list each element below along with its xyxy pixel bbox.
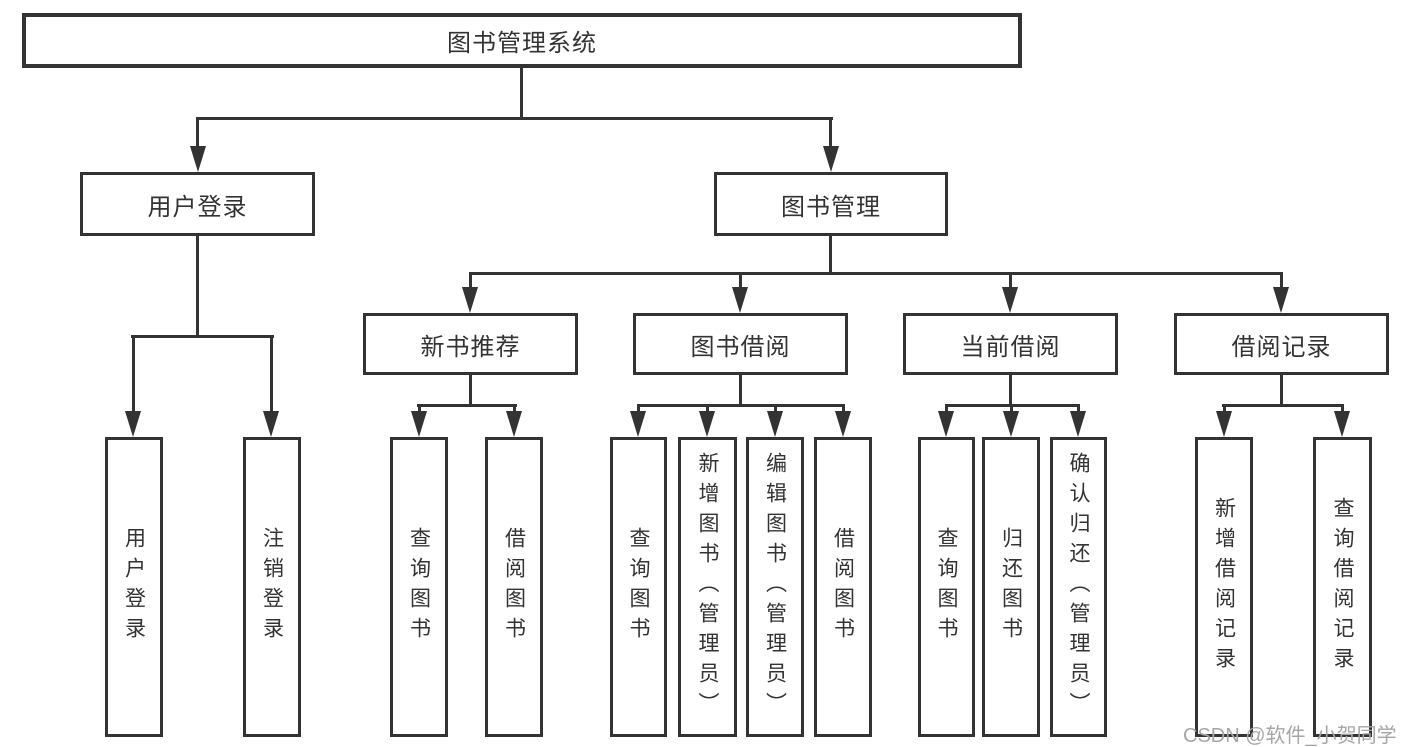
leaf-query-books-current: 查询图书 [918,437,975,737]
node-label: 确认归还（管理员） [1067,452,1090,722]
node-label: 借阅记录 [1231,333,1332,361]
connector-line [1341,404,1344,416]
arrow-down-icon [732,287,748,313]
watermark: CSDN @软件_小贺同学 [1183,725,1397,747]
leaf-borrow-books: 借阅图书 [814,437,872,737]
node-borrowing-records: 借阅记录 [1174,313,1389,375]
leaf-logout: 注销登录 [243,437,301,737]
node-label: 图书管理系统 [447,30,597,57]
connector-line [706,404,709,416]
connector-line [513,404,516,416]
node-label: 图书借阅 [690,333,791,361]
node-label: 查询图书 [935,527,958,647]
node-label: 图书管理 [781,193,881,221]
connector-line [842,404,845,416]
arrow-down-icon [125,411,141,437]
connector-line [270,335,273,415]
node-label: 查询图书 [407,527,431,647]
node-label: 用户登录 [147,193,248,221]
leaf-query-books-recommend: 查询图书 [390,437,448,737]
node-book-borrowing: 图书借阅 [633,313,848,375]
node-new-book-recommend: 新书推荐 [363,313,578,375]
node-label: 编辑图书（管理员） [763,452,787,722]
arrow-down-icon [462,287,478,313]
connector-line [196,117,833,120]
arrow-down-icon [1216,411,1232,437]
arrow-down-icon [823,146,839,172]
connector-line [196,117,199,150]
arrow-down-icon [767,411,783,437]
leaf-add-books-admin: 新增图书（管理员） [678,437,737,737]
leaf-borrow-books-recommend: 借阅图书 [485,437,543,737]
arrow-down-icon [190,146,206,172]
leaf-return-books: 归还图书 [982,437,1040,737]
connector-line [1280,272,1283,292]
connector-line [1222,404,1344,407]
connector-line [132,335,135,415]
node-label: 注销登录 [260,527,284,647]
node-library-management-system: 图书管理系统 [22,13,1022,68]
connector-line [417,404,517,407]
connector-line [637,404,640,416]
leaf-query-books-borrowing: 查询图书 [610,437,667,737]
node-label: 新书推荐 [420,333,521,361]
leaf-user-login: 用户登录 [105,437,163,737]
node-label: 新增借阅记录 [1212,497,1236,677]
connector-line [829,117,832,150]
connector-line [1077,404,1080,416]
node-label: 查询借阅记录 [1331,497,1354,677]
arrow-down-icon [699,411,715,437]
leaf-query-borrow-record: 查询借阅记录 [1313,437,1372,737]
arrow-down-icon [1003,411,1019,437]
leaf-edit-books-admin: 编辑图书（管理员） [746,437,804,737]
connector-line [1223,404,1226,416]
arrow-down-icon [630,411,646,437]
connector-line [418,404,421,416]
connector-line [1010,404,1013,416]
leaf-add-borrow-record: 新增借阅记录 [1195,437,1253,737]
arrow-down-icon [1334,411,1350,437]
arrow-down-icon [938,411,954,437]
node-label: 借阅图书 [502,527,526,647]
node-current-borrowing: 当前借阅 [903,313,1118,375]
connector-line [637,404,845,407]
arrow-down-icon [506,411,522,437]
arrow-down-icon [1070,411,1086,437]
node-label: 借阅图书 [831,527,855,647]
node-label: 当前借阅 [960,333,1061,361]
node-user-login: 用户登录 [80,172,315,236]
connector-line [1009,375,1012,407]
leaf-confirm-return-admin: 确认归还（管理员） [1050,437,1107,737]
connector-line [520,68,523,120]
connector-line [469,375,472,407]
connector-line [131,335,274,338]
connector-line [829,236,832,275]
connector-line [774,404,777,416]
arrow-down-icon [1273,287,1289,313]
connector-line [1009,272,1012,292]
connector-line [739,375,742,407]
node-label: 新增图书（管理员） [696,452,719,722]
arrow-down-icon [263,411,279,437]
connector-line [1280,375,1283,407]
connector-line [469,272,472,292]
connector-line [945,404,948,416]
arrow-down-icon [1002,287,1018,313]
connector-line [196,236,199,338]
connector-line [469,272,1283,275]
node-label: 归还图书 [999,527,1023,647]
arrow-down-icon [411,411,427,437]
arrow-down-icon [835,411,851,437]
node-label: 用户登录 [122,527,146,647]
connector-line [739,272,742,292]
node-book-management: 图书管理 [714,172,948,236]
node-label: 查询图书 [627,527,650,647]
